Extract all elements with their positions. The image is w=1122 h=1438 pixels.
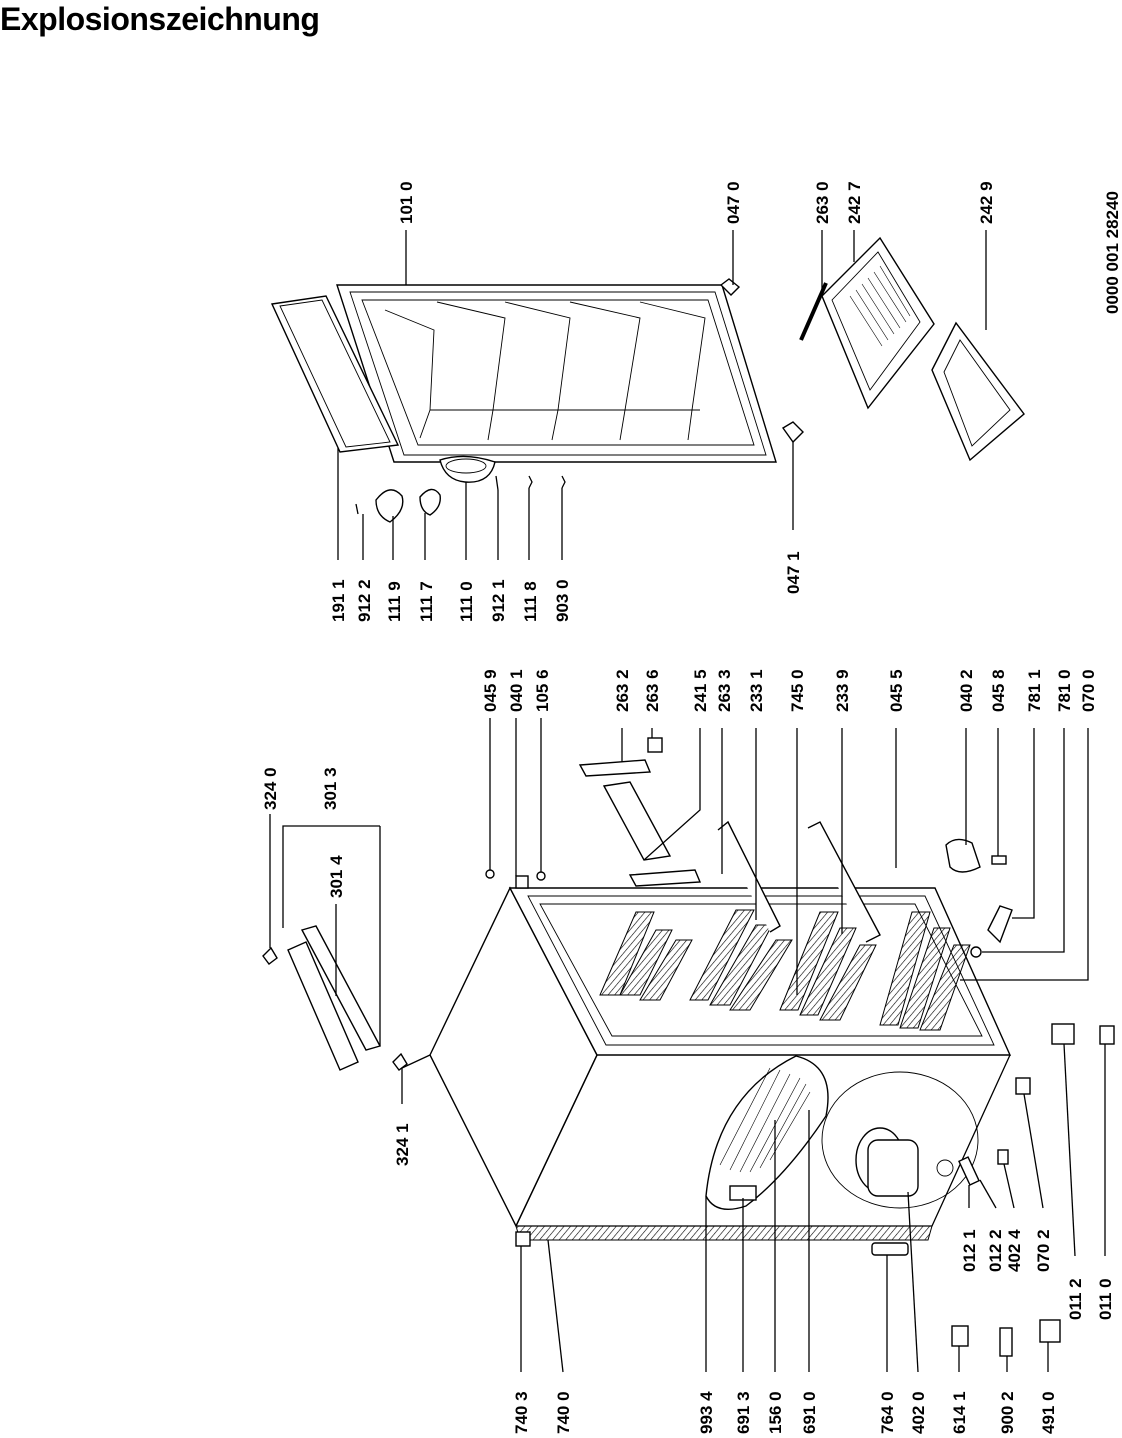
hinge-047-1 [781, 421, 804, 444]
label-740-3: 740 3 [512, 1391, 531, 1434]
label-111-8: 111 8 [521, 581, 540, 622]
label-263-6: 263 6 [643, 669, 662, 712]
label-912-2: 912 2 [355, 579, 374, 622]
label-691-0: 691 0 [800, 1391, 819, 1434]
label-070-0: 070 0 [1079, 669, 1098, 712]
screw-111-8 [528, 475, 533, 489]
label-491-0: 491 0 [1039, 1391, 1058, 1434]
label-012-1: 012 1 [960, 1229, 979, 1272]
thermostat-housing [439, 455, 496, 483]
label-105-6: 105 6 [533, 669, 552, 712]
label-781-0: 781 0 [1055, 669, 1074, 712]
label-111-9: 111 9 [385, 581, 404, 622]
page-title: Explosionszeichnung [0, 1, 320, 37]
label-324-1: 324 1 [393, 1123, 412, 1166]
label-263-3: 263 3 [715, 669, 734, 712]
label-242-7: 242 7 [845, 181, 864, 224]
drawer-242-9 [931, 321, 1025, 462]
drawer-242-7 [821, 236, 935, 410]
label-402-0: 402 0 [909, 1391, 928, 1434]
screw-912-1 [495, 475, 499, 491]
label-241-5: 241 5 [691, 669, 710, 712]
label-764-0: 764 0 [878, 1391, 897, 1434]
label-191-1: 191 1 [329, 579, 348, 622]
label-402-4: 402 4 [1005, 1229, 1024, 1272]
top-cover-301-4 [287, 925, 382, 1071]
label-047-0: 047 0 [724, 181, 743, 224]
label-301-3: 301 3 [321, 767, 340, 810]
label-781-1: 781 1 [1025, 669, 1044, 712]
label-045-5: 045 5 [887, 669, 906, 712]
label-011-0: 011 0 [1096, 1278, 1115, 1320]
evaporator-panel [705, 1055, 829, 1210]
hinge-047-0 [719, 278, 741, 296]
label-040-1: 040 1 [507, 669, 526, 712]
label-011-2: 011 2 [1066, 1278, 1085, 1320]
label-111-0: 111 0 [457, 581, 476, 622]
freezer-cabinet [429, 886, 1012, 1241]
cable-764-0 [871, 1242, 909, 1256]
label-111-7: 111 7 [417, 581, 436, 622]
hinge-cover-324-1 [392, 1052, 408, 1071]
label-301-4: 301 4 [327, 855, 346, 898]
knob-111-9 [375, 489, 404, 523]
label-324-0: 324 0 [261, 767, 280, 810]
label-912-1: 912 1 [489, 579, 508, 622]
label-263-0: 263 0 [813, 181, 832, 224]
label-045-8: 045 8 [989, 669, 1008, 712]
drawer-handle-263-0 [799, 282, 828, 341]
label-101-0: 101 0 [397, 181, 416, 224]
label-047-1: 047 1 [784, 551, 803, 594]
label-012-2: 012 2 [986, 1229, 1005, 1272]
small-parts [485, 737, 1115, 1357]
freezer-door [336, 284, 777, 463]
door-gasket-strip [270, 295, 400, 453]
label-242-9: 242 9 [977, 181, 996, 224]
document-number: 0000 001 28240 [1103, 191, 1122, 314]
label-263-2: 263 2 [613, 669, 632, 712]
label-745-0: 745 0 [788, 669, 807, 712]
label-233-1: 233 1 [747, 669, 766, 712]
label-070-2: 070 2 [1034, 1229, 1053, 1272]
leader-lines [269, 230, 1106, 1373]
label-691-3: 691 3 [734, 1391, 753, 1434]
label-903-0: 903 0 [553, 579, 572, 622]
label-040-2: 040 2 [957, 669, 976, 712]
label-614-1: 614 1 [950, 1391, 969, 1434]
label-900-2: 900 2 [998, 1391, 1017, 1434]
label-045-9: 045 9 [481, 669, 500, 712]
label-993-4: 993 4 [697, 1391, 716, 1434]
hinge-cover-324-0 [262, 946, 278, 965]
screw-912-2 [355, 503, 359, 515]
compressor [821, 1071, 979, 1209]
label-156-0: 156 0 [766, 1391, 785, 1434]
part-labels: 191 1 912 2 111 9 111 7 111 0 912 1 111 … [261, 181, 1122, 1434]
label-233-9: 233 9 [833, 669, 852, 712]
label-740-0: 740 0 [554, 1391, 573, 1434]
knob-111-7 [419, 488, 441, 516]
screw-903-0 [561, 475, 566, 489]
